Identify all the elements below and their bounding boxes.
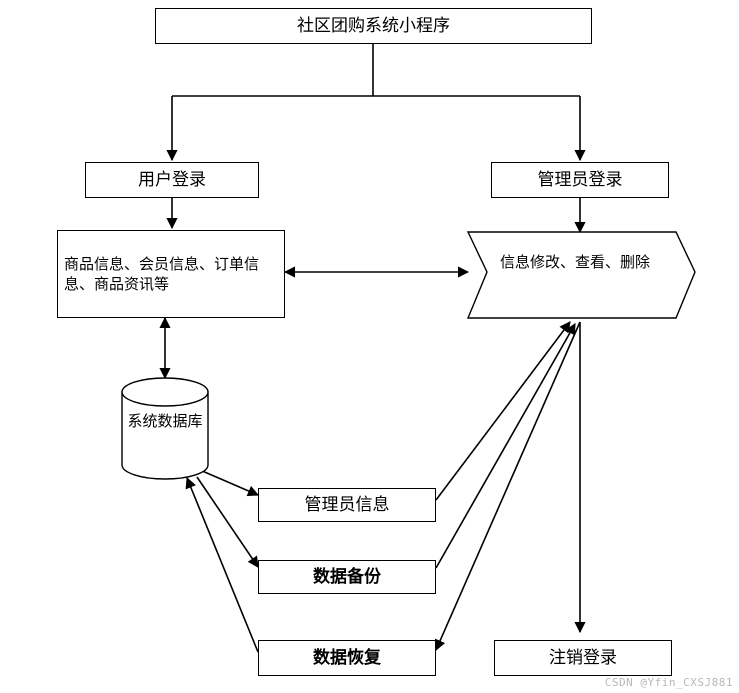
node-admin-info-label: 管理员信息 <box>304 494 390 515</box>
node-admin-login: 管理员登录 <box>491 162 669 198</box>
node-data-restore: 数据恢复 <box>258 640 436 676</box>
edge-restore-to-db <box>185 476 259 653</box>
node-admin-info: 管理员信息 <box>258 488 436 522</box>
node-data-backup-label: 数据备份 <box>313 566 381 587</box>
node-user-login: 用户登录 <box>85 162 259 198</box>
edge-backup-to-actions <box>435 323 576 569</box>
edge-db-to-admin-info <box>199 469 260 497</box>
edge-actions-to-restore <box>434 321 581 652</box>
watermark: CSDN @Yfin_CXSJ881 <box>604 676 733 689</box>
node-logout-label: 注销登录 <box>549 647 617 668</box>
node-title-label: 社区团购系统小程序 <box>297 15 450 36</box>
node-database: 系统数据库 <box>122 406 208 466</box>
edge-db-to-backup <box>196 476 259 568</box>
node-logout: 注销登录 <box>494 640 672 676</box>
node-data-backup: 数据备份 <box>258 560 436 594</box>
node-admin-actions-label: 信息修改、查看、删除 <box>500 253 651 271</box>
node-admin-login-label: 管理员登录 <box>537 169 623 190</box>
node-database-label: 系统数据库 <box>127 412 203 430</box>
node-user-info: 商品信息、会员信息、订单信息、商品资讯等 <box>57 230 285 318</box>
admin-actions-shape <box>466 231 696 319</box>
node-user-login-label: 用户登录 <box>138 169 206 190</box>
node-user-info-label: 商品信息、会员信息、订单信息、商品资讯等 <box>64 254 260 293</box>
node-title: 社区团购系统小程序 <box>155 8 592 44</box>
edge-admin-info-to-actions <box>435 321 571 501</box>
node-data-restore-label: 数据恢复 <box>313 647 381 668</box>
